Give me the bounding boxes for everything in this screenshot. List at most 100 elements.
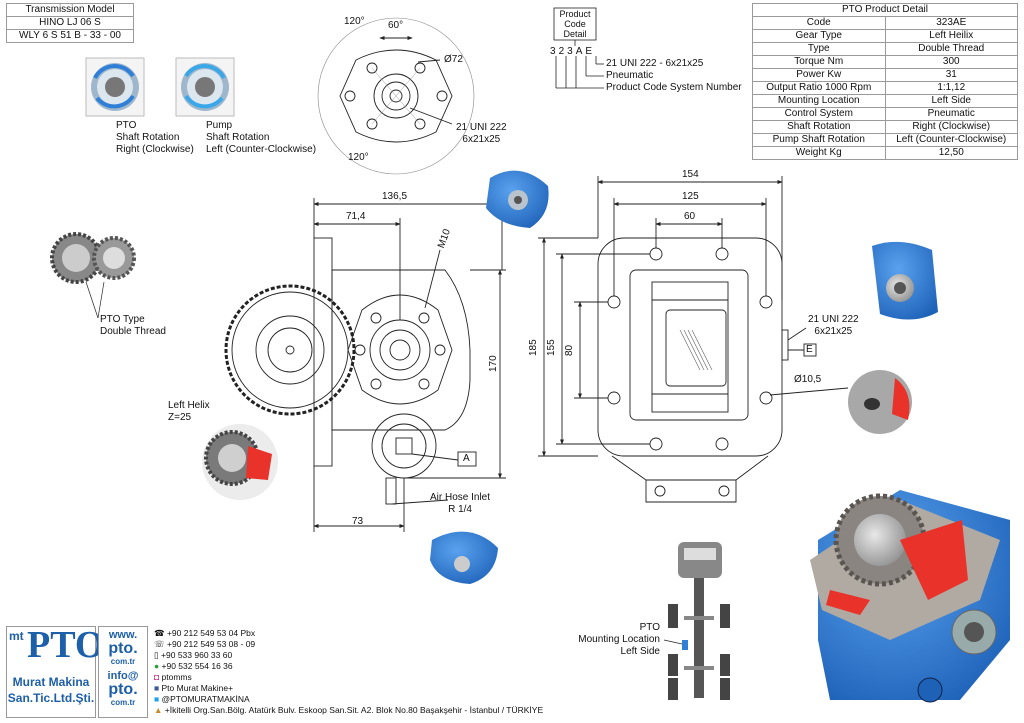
flange-top-view (317, 17, 475, 175)
dim-71-4: 71,4 (346, 211, 366, 222)
product-code-header-1: Product (559, 9, 591, 19)
dim-155: 155 (546, 339, 557, 356)
dim-136-5: 136,5 (382, 191, 408, 202)
dim-80: 80 (564, 344, 575, 356)
marker-a: A (463, 453, 470, 464)
truck-chassis-image (668, 542, 730, 700)
contact-row: ▲ +İkitelli Org.San.Bölg. Atatürk Bulv. … (154, 705, 543, 716)
angle-60-label: 60° (388, 20, 404, 31)
air-hose-label: Air Hose Inlet R 1/4 (430, 492, 490, 516)
transmission-model-table: Transmission Model HINO LJ 06 S WLY 6 S … (6, 3, 134, 43)
logo-pto-small-2: pto. (108, 681, 138, 698)
front-spline-label: 21 UNI 222 6x21x25 (808, 314, 859, 338)
mobile-icon: ▯ (154, 650, 162, 660)
front-spline-line1: 21 UNI 222 (808, 314, 859, 325)
marker-e: E (806, 344, 813, 355)
contact-text: +90 212 549 53 04 Pbx (166, 628, 256, 638)
side-view-drawing (224, 198, 506, 532)
flange-spline-line1: 21 UNI 222 (456, 122, 507, 133)
logo-mt: mt (9, 629, 24, 643)
code-char: 3 (567, 46, 576, 57)
contact-text: +90 212 549 53 08 - 09 (167, 639, 256, 649)
pump-rotation-line3: Left (Counter-Clockwise) (206, 144, 317, 155)
spline-photo-right (872, 241, 938, 320)
mounting-label: PTO Mounting Location Left Side (576, 622, 660, 658)
inlet-photo-top (486, 170, 549, 228)
logo-pto-small: pto. (108, 640, 138, 657)
code-legend-spline: 21 UNI 222 - 6x21x25 (606, 58, 704, 69)
company-logo: mt PTO Murat Makina San.Tic.Ltd.Şti. (6, 624, 104, 718)
code-legend-system: Product Code System Number (606, 82, 742, 93)
dim-125: 125 (682, 191, 699, 202)
pump-rotation-line2: Shaft Rotation (206, 132, 270, 143)
twitter-icon: ■ (154, 694, 162, 704)
dim-185: 185 (528, 339, 539, 356)
detail-value: 12,50 (884, 146, 1018, 160)
helix-label: Left Helix Z=25 (168, 400, 210, 424)
dim-170: 170 (488, 355, 499, 372)
logo-info: info@ (107, 670, 139, 682)
contact-text: @PTOMURATMAKİNA (161, 694, 250, 704)
dim-60: 60 (684, 211, 696, 222)
code-char: 3 (550, 46, 559, 57)
transmission-line2: WLY 6 S 51 B - 33 - 00 (6, 29, 134, 43)
logo-comtr: com.tr (110, 657, 136, 666)
logo-www: www. (108, 629, 138, 641)
flange-spline-line2: 6x21x25 (462, 134, 501, 145)
mounting-line1: PTO (639, 622, 660, 633)
web-logo: www. pto. com.tr info@ pto. com.tr (98, 626, 148, 718)
dim-73: 73 (352, 516, 364, 527)
front-view-drawing (538, 176, 849, 503)
logo-pto: PTO (27, 624, 105, 666)
contact-row: ☏ +90 212 549 53 08 - 09 (154, 639, 543, 650)
code-char: E (585, 46, 596, 57)
contact-row: ● +90 532 554 16 36 (154, 661, 543, 672)
code-legend-control: Pneumatic (606, 70, 654, 81)
whatsapp-icon: ● (154, 661, 162, 671)
contact-row: ◘ ptomms (154, 672, 543, 683)
mounting-line2: Mounting Location (578, 634, 660, 645)
dim-154: 154 (682, 169, 699, 180)
helix-line1: Left Helix (168, 400, 210, 411)
mounting-leader (663, 639, 683, 645)
pto-rotation-label: PTO Shaft Rotation Right (Clockwise) (116, 120, 194, 156)
contact-row: ☎ +90 212 549 53 04 Pbx (154, 628, 543, 639)
instagram-icon: ◘ (154, 672, 162, 682)
pto-type-label: PTO Type Double Thread (100, 314, 166, 338)
logo-company-1: Murat Makina (12, 675, 90, 689)
location-icon: ▲ (154, 705, 165, 715)
pto-rotation-icon (85, 57, 145, 117)
product-code-header-2: Code (564, 19, 586, 29)
product-code-diagram (553, 7, 604, 89)
code-char: A (575, 46, 586, 57)
angle-top-label: 120° (344, 16, 365, 27)
contact-text: +İkitelli Org.San.Bölg. Atatürk Bulv. Es… (164, 705, 544, 715)
contact-row: ■ Pto Murat Makine+ (154, 683, 543, 694)
air-hose-line1: Air Hose Inlet (430, 492, 491, 503)
logo-comtr-2: com.tr (110, 698, 136, 707)
dia-72-label: Ø72 (444, 54, 463, 65)
fax-icon: ☏ (154, 639, 167, 649)
front-spline-line2: 6x21x25 (814, 326, 853, 337)
air-hose-line2: R 1/4 (448, 504, 472, 515)
angle-bottom-label: 120° (348, 152, 369, 163)
phone-icon: ☎ (154, 628, 167, 638)
helix-gear-photo (202, 424, 278, 500)
facebook-icon: ■ (154, 683, 162, 693)
air-inlet-photo (430, 531, 498, 584)
product-code-header-3: Detail (563, 29, 587, 39)
helix-line2: Z=25 (168, 412, 192, 423)
pto-type-line1: PTO Type (100, 314, 145, 325)
product-code-chars: 323AE (550, 46, 595, 57)
contact-text: +90 533 960 33 60 (161, 650, 233, 660)
double-thread-gear-image (50, 232, 136, 319)
hole-photo-right (848, 370, 912, 434)
pump-rotation-icon (175, 57, 235, 117)
pto-rotation-line2: Shaft Rotation (116, 132, 180, 143)
mounting-line3: Left Side (620, 646, 660, 657)
detail-label: Weight Kg (752, 146, 886, 160)
pump-rotation-title: Pump (206, 120, 233, 131)
pto-type-line2: Double Thread (100, 326, 166, 337)
